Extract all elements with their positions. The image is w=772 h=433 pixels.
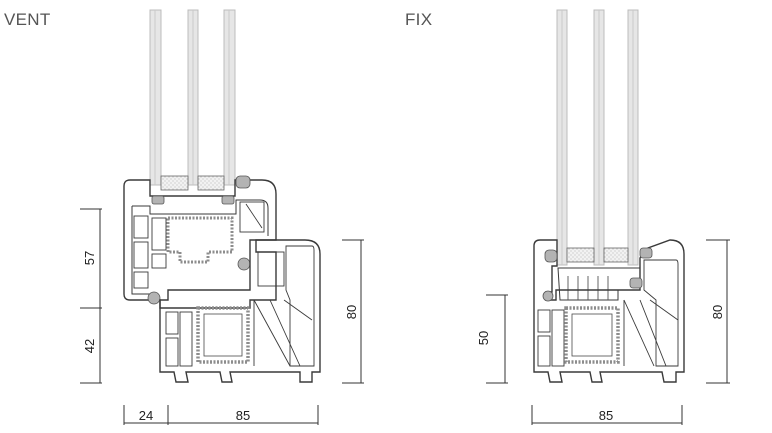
vent-frame-outline xyxy=(159,239,321,383)
vent-spacer-left xyxy=(160,175,189,191)
fix-glass-panes xyxy=(556,9,639,266)
fix-spacer-right xyxy=(603,247,629,263)
vent-profile xyxy=(123,9,321,383)
fix-section-title: FIX xyxy=(405,10,433,29)
vent-dimension-lines xyxy=(80,208,364,425)
vent-sash-chambers xyxy=(133,201,265,289)
vent-sash-reinforcement xyxy=(166,216,234,264)
vent-dim-80: 80 xyxy=(344,305,359,319)
vent-sash-inner xyxy=(131,199,269,295)
fix-dim-80: 80 xyxy=(710,305,725,319)
vent-dim-85: 85 xyxy=(236,408,250,423)
fix-spacer-left xyxy=(566,247,595,263)
fix-frame-outline xyxy=(533,239,685,383)
vent-dim-24: 24 xyxy=(139,408,153,423)
vent-section-title: VENT xyxy=(4,10,51,29)
fix-glazing-bead xyxy=(557,267,641,301)
fix-gaskets xyxy=(542,247,653,302)
vent-sash-outline xyxy=(123,179,277,309)
vent-spacer-right xyxy=(197,175,225,191)
fix-dim-85: 85 xyxy=(599,408,613,423)
fix-frame-chambers xyxy=(537,259,679,367)
vent-dim-57: 57 xyxy=(82,251,97,265)
vent-glass-panes xyxy=(149,9,236,186)
fix-profile xyxy=(533,9,685,383)
vent-frame-reinforcement xyxy=(196,306,250,364)
fix-frame-reinforcement xyxy=(564,306,620,364)
fix-dimension-lines xyxy=(486,239,730,425)
fix-dim-50: 50 xyxy=(476,331,491,345)
vent-dim-42: 42 xyxy=(82,339,97,353)
fix-bead-ribs xyxy=(567,276,609,300)
vent-frame-chambers xyxy=(165,245,315,367)
